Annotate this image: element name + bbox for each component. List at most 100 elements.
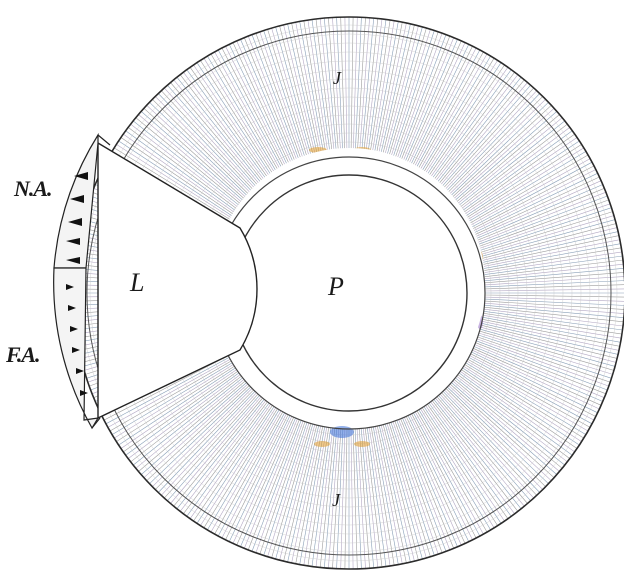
- hatch-line: [483, 311, 623, 331]
- hatch-line: [228, 415, 291, 542]
- hatch-line: [435, 79, 525, 189]
- hatch-line: [473, 348, 602, 406]
- hatch-line: [371, 20, 395, 159]
- hatch-line: [484, 268, 624, 282]
- hatch-line: [400, 418, 454, 549]
- hatch-line: [120, 369, 237, 449]
- hatch-line: [484, 306, 624, 323]
- hatch-line: [123, 371, 238, 453]
- hatch-line: [433, 77, 522, 187]
- hatch-line: [463, 144, 582, 221]
- hatch-line: [311, 427, 331, 567]
- hatch-line: [466, 360, 589, 432]
- hatch-line: [483, 259, 624, 278]
- hatch-line: [479, 215, 614, 256]
- hatch-line: [130, 375, 242, 463]
- hatch-line: [143, 108, 249, 203]
- hatch-line: [255, 420, 304, 553]
- hatch-line: [480, 326, 617, 363]
- hatch-line: [189, 67, 271, 182]
- hatch-line: [465, 362, 587, 435]
- hatch-line: [453, 379, 563, 469]
- hatch-line: [430, 72, 515, 185]
- hatch-line: [455, 120, 565, 209]
- hatch-line: [303, 20, 327, 159]
- hatch-line: [336, 428, 344, 569]
- hatch-line: [179, 74, 267, 186]
- hatch-line: [275, 26, 314, 162]
- hatch-line: [388, 29, 431, 164]
- hatch-line: [328, 428, 340, 569]
- hatch-line: [451, 382, 557, 475]
- hatch-line: [328, 17, 340, 158]
- hatch-line: [404, 40, 462, 169]
- hatch-line: [398, 419, 451, 551]
- hatch-line: [259, 421, 306, 555]
- hatch-line: [287, 425, 319, 563]
- hatch-line: [468, 161, 593, 229]
- hatch-line: [133, 120, 243, 209]
- hatch-line: [453, 117, 563, 207]
- hatch-line: [367, 19, 387, 159]
- hatch-line: [482, 243, 621, 269]
- hatch-line: [283, 425, 318, 562]
- hatch-line: [477, 203, 611, 250]
- hatch-line: [441, 90, 537, 194]
- hatch-line: [442, 93, 540, 195]
- hatch-line: [483, 247, 622, 271]
- hatch-line: [116, 144, 235, 221]
- hatch-line: [458, 372, 573, 456]
- hatch-line: [458, 130, 573, 214]
- hatch-line: [133, 377, 243, 466]
- hatch-line: [271, 28, 312, 163]
- hatch-line: [409, 46, 473, 172]
- hatch-line: [193, 64, 273, 181]
- hatch-line: [470, 353, 596, 417]
- hatch-line: [155, 96, 254, 197]
- hatch-line: [461, 369, 578, 449]
- hatch-line: [225, 46, 289, 172]
- hatch-line: [425, 405, 505, 522]
- hatch-line: [350, 428, 354, 569]
- hatch-line: [356, 17, 366, 158]
- hatch-line: [375, 426, 403, 564]
- hatch-line: [449, 108, 555, 203]
- hatch-line: [371, 427, 395, 566]
- hatch-line: [143, 383, 249, 478]
- hatch-line: [377, 22, 407, 161]
- hatch-line: [456, 375, 568, 463]
- hatch-line: [382, 424, 419, 561]
- hatch-line: [259, 31, 306, 165]
- hatch-line: [484, 294, 624, 298]
- hatch-line: [484, 304, 624, 318]
- hatch-line: [244, 418, 298, 549]
- hatch-line: [392, 31, 439, 165]
- hatch-line: [427, 404, 509, 519]
- hatch-line: [478, 207, 612, 252]
- rim-band-fa: [53, 267, 100, 430]
- hatch-line: [214, 51, 284, 175]
- hatch-line: [332, 428, 342, 569]
- hatch-line: [176, 77, 265, 187]
- hatch-line: [125, 130, 240, 214]
- hatch-line: [438, 395, 531, 501]
- hatch-line: [221, 47, 287, 173]
- hatch-line: [467, 158, 591, 228]
- tooth-marker: [66, 257, 80, 264]
- hatch-line: [141, 382, 247, 475]
- hatch-line: [236, 417, 294, 546]
- hatch-line: [425, 64, 505, 181]
- hatch-line: [251, 420, 302, 552]
- hatch-line: [482, 317, 621, 343]
- hatch-line: [484, 298, 624, 306]
- hatch-line: [279, 25, 316, 162]
- hatch-line: [307, 427, 329, 566]
- fa-teeth: [66, 284, 88, 396]
- hatch-line: [482, 319, 620, 347]
- hatch-line: [354, 17, 362, 158]
- hatch-line: [183, 72, 268, 185]
- hatch-line: [189, 404, 271, 519]
- hatch-line: [114, 364, 234, 439]
- hatch-line: [315, 427, 334, 568]
